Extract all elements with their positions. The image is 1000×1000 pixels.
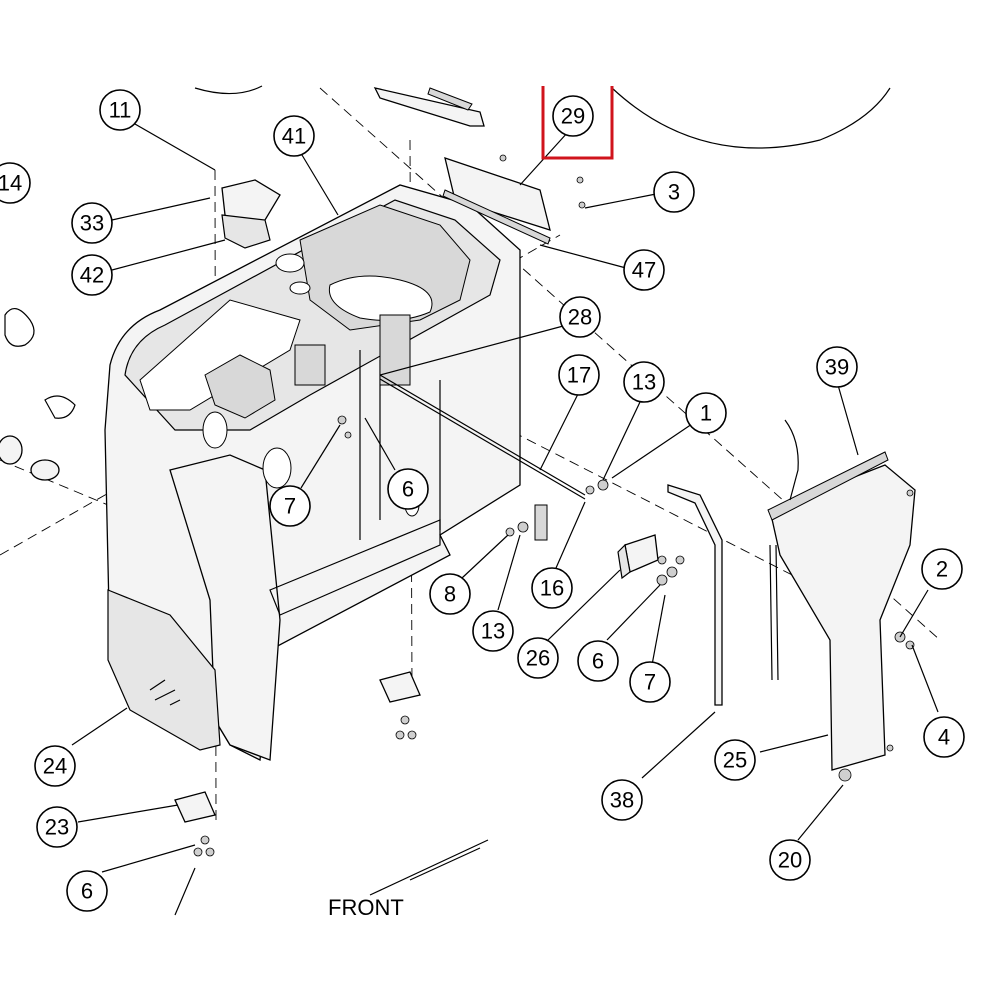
svg-text:13: 13 (481, 619, 505, 644)
svg-text:17: 17 (567, 363, 591, 388)
svg-text:16: 16 (540, 576, 564, 601)
svg-text:7: 7 (284, 494, 296, 519)
callout-6-bottom: 6 (66, 870, 108, 912)
callout-13-bottom: 13 (472, 610, 514, 652)
callout-24: 24 (34, 745, 76, 787)
svg-text:6: 6 (81, 879, 93, 904)
callout-4: 4 (923, 716, 965, 758)
top-bracket-parts (373, 87, 485, 127)
callout-41: 41 (273, 115, 315, 157)
svg-text:6: 6 (592, 649, 604, 674)
callout-17: 17 (558, 354, 600, 396)
svg-text:38: 38 (610, 788, 634, 813)
callout-38: 38 (601, 779, 643, 821)
svg-text:6: 6 (402, 477, 414, 502)
callout-3: 3 (653, 171, 695, 213)
svg-text:24: 24 (43, 754, 67, 779)
svg-text:14: 14 (0, 171, 22, 196)
svg-text:25: 25 (723, 748, 747, 773)
top-partial-arc-right (611, 87, 891, 149)
svg-text:2: 2 (936, 557, 948, 582)
callout-1: 1 (685, 392, 727, 434)
svg-text:8: 8 (444, 582, 456, 607)
svg-text:39: 39 (825, 355, 849, 380)
callout-13-top: 13 (623, 361, 665, 403)
bracket-33 (221, 179, 281, 249)
svg-text:26: 26 (526, 646, 550, 671)
hinge-26 (617, 534, 659, 580)
left-side-hardware (0, 308, 76, 481)
top-right-plate-29 (442, 157, 551, 245)
callout-16: 16 (531, 567, 573, 609)
strip-38 (667, 484, 723, 706)
callout-7-left: 7 (269, 485, 311, 527)
callout-26: 26 (517, 637, 559, 679)
callout-42: 42 (71, 254, 113, 296)
callout-29: 29 (552, 95, 594, 137)
callout-11: 11 (99, 89, 141, 131)
svg-text:28: 28 (568, 305, 592, 330)
svg-text:23: 23 (45, 815, 69, 840)
callout-25: 25 (714, 739, 756, 781)
svg-text:1: 1 (700, 401, 712, 426)
callout-33: 33 (71, 202, 113, 244)
front-label: FRONT (328, 895, 404, 920)
svg-text:42: 42 (80, 263, 104, 288)
svg-text:41: 41 (282, 124, 306, 149)
svg-text:13: 13 (632, 370, 656, 395)
callout-20: 20 (769, 839, 811, 881)
leader-lines (71, 119, 939, 916)
callout-47: 47 (623, 249, 665, 291)
callout-39: 39 (816, 346, 858, 388)
callout-28: 28 (559, 296, 601, 338)
svg-text:33: 33 (80, 211, 104, 236)
callout-6-center: 6 (387, 468, 429, 510)
svg-text:4: 4 (938, 725, 950, 750)
main-housing (104, 184, 521, 762)
svg-text:3: 3 (668, 180, 680, 205)
svg-text:29: 29 (561, 104, 585, 129)
callout-14: 14 (0, 162, 31, 204)
svg-text:20: 20 (778, 848, 802, 873)
callout-6-right: 6 (577, 640, 619, 682)
rod-17 (379, 374, 586, 496)
svg-text:11: 11 (109, 98, 132, 123)
svg-text:47: 47 (632, 258, 656, 283)
small-hardware (337, 154, 915, 650)
callout-8: 8 (429, 573, 471, 615)
side-panel-25 (767, 419, 916, 782)
middle-hinge (379, 671, 421, 740)
svg-text:7: 7 (644, 670, 656, 695)
top-partial-arc-left (194, 85, 263, 95)
callout-2: 2 (921, 548, 963, 590)
callout-23: 23 (36, 806, 78, 848)
callout-7-right: 7 (629, 661, 671, 703)
highlight-box-29 (541, 86, 614, 160)
bottom-hinge-23 (174, 791, 216, 857)
